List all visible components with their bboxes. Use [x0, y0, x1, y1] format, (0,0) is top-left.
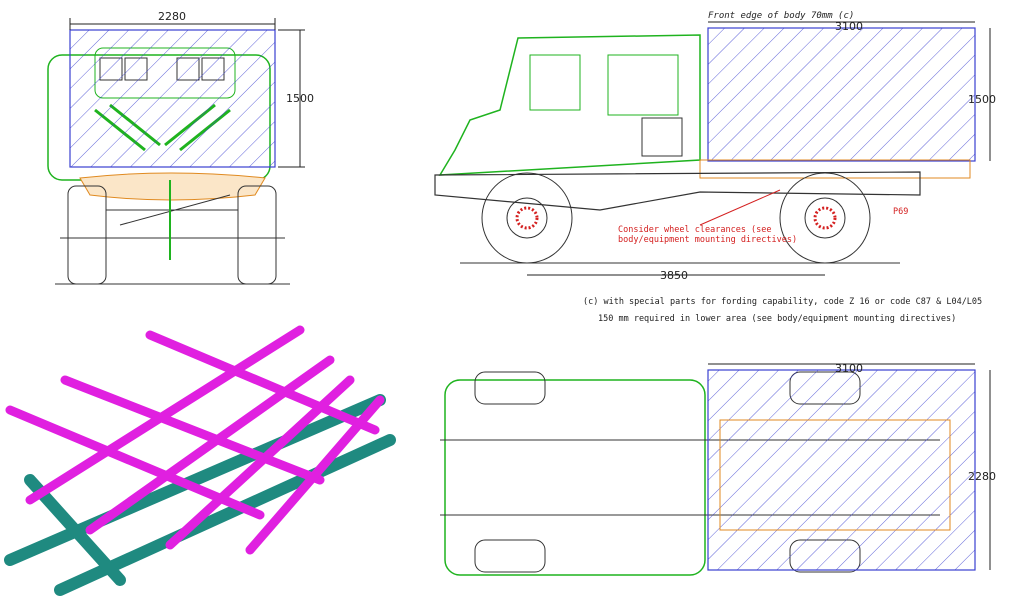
front-view: 2280 1500 [47, 10, 314, 285]
side-view: Front edge of body 70mm (c) 3100 1500 38… [434, 11, 996, 282]
front-width-dim: 2280 [158, 10, 186, 23]
front-edge-note: Front edge of body 70mm (c) [708, 11, 854, 21]
top-width-dim: 2280 [968, 470, 996, 483]
footnote-line-1: (c) with special parts for fording capab… [583, 297, 982, 307]
subframe-3d-render [4, 325, 396, 596]
footnote-line-2: 150 mm required in lower area (see body/… [598, 314, 956, 324]
body-envelope [707, 27, 976, 162]
side-height-dim: 1500 [968, 93, 996, 106]
front-height-dim: 1500 [286, 92, 314, 105]
body-envelope [69, 29, 276, 168]
body-envelope [707, 369, 976, 571]
top-view: 3100 2280 [440, 362, 996, 576]
wheel-clearance-note-1: Consider wheel clearances (see [618, 225, 772, 235]
p69-label: P69 [893, 207, 908, 217]
wheelbase-dim: 3850 [660, 269, 688, 282]
top-length-dim: 3100 [835, 362, 863, 375]
wheel-clearance-note-2: body/equipment mounting directives) [618, 235, 797, 245]
side-length-dim: 3100 [835, 20, 863, 33]
